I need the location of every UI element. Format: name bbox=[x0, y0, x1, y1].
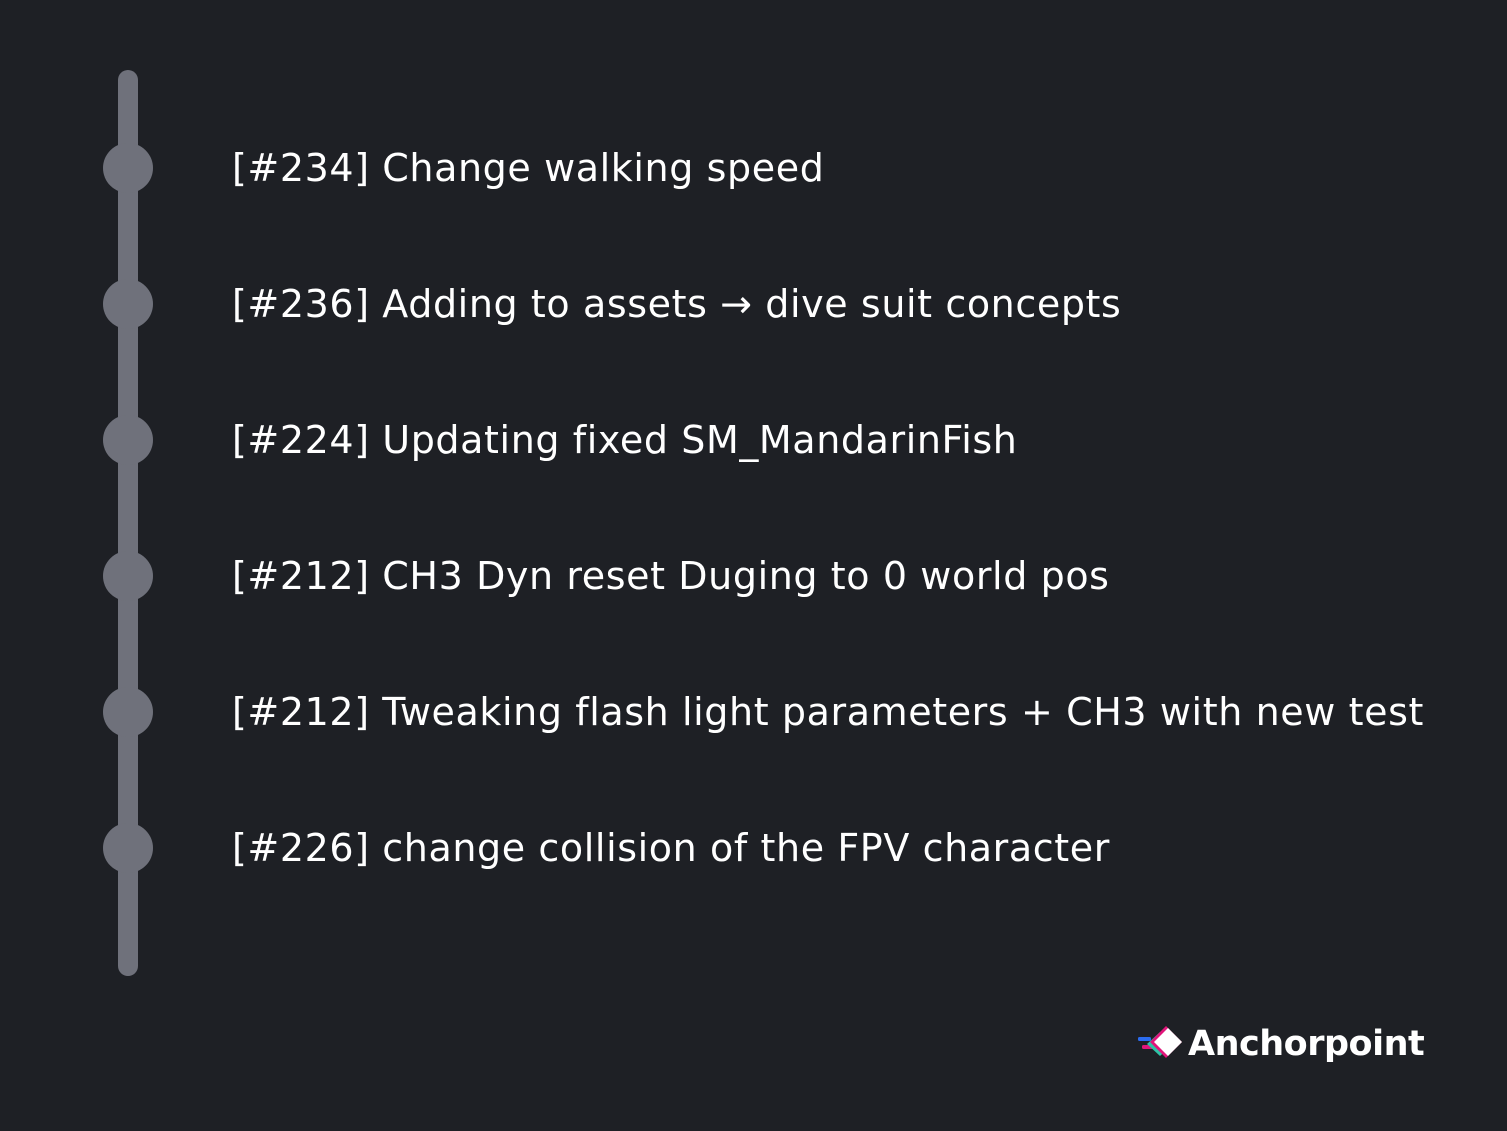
commit-message: [#226] change collision of the FPV chara… bbox=[232, 826, 1110, 870]
commit-node bbox=[103, 415, 153, 465]
commit-node bbox=[103, 687, 153, 737]
commit-message: [#212] CH3 Dyn reset Duging to 0 world p… bbox=[232, 554, 1110, 598]
commit-message: [#236] Adding to assets → dive suit conc… bbox=[232, 282, 1122, 326]
commit-node bbox=[103, 143, 153, 193]
brand-name: Anchorpoint bbox=[1188, 1023, 1425, 1064]
commit-node bbox=[103, 279, 153, 329]
anchorpoint-logo-icon bbox=[1138, 1026, 1182, 1058]
commit-node bbox=[103, 551, 153, 601]
commit-message: [#212] Tweaking flash light parameters +… bbox=[232, 690, 1424, 734]
brand-logo: Anchorpoint bbox=[1136, 1020, 1425, 1068]
commit-message: [#234] Change walking speed bbox=[232, 146, 825, 190]
commit-node bbox=[103, 823, 153, 873]
commit-message: [#224] Updating fixed SM_MandarinFish bbox=[232, 418, 1018, 462]
